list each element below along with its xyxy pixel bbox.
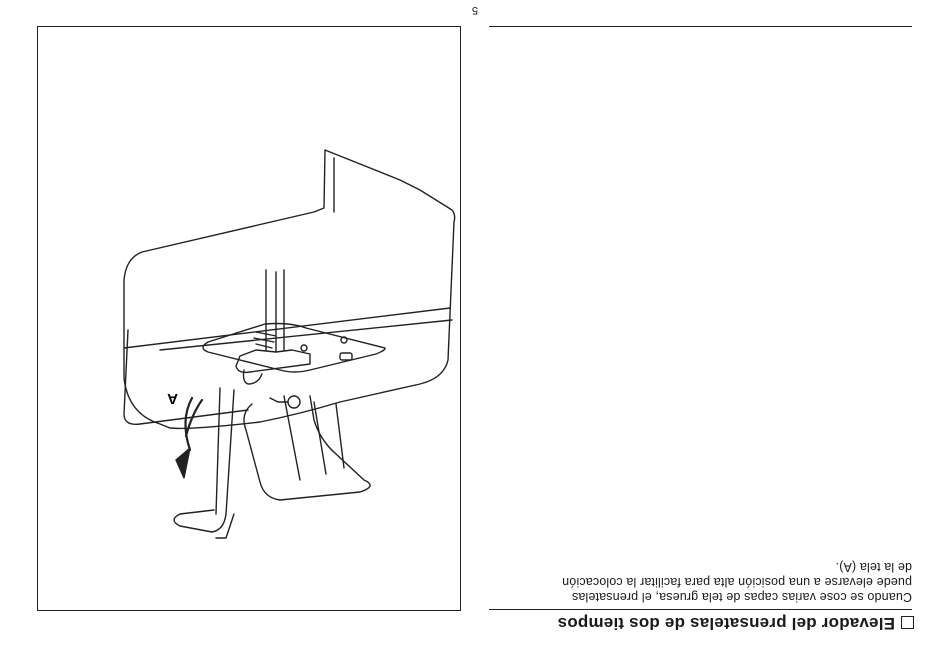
plate-slot-1 [256,344,272,348]
heading-divider [489,609,912,610]
checkbox-icon [901,617,914,630]
plate-feed-window [340,353,352,360]
body-line-1: Cuando se cose varias capas de tela grue… [482,589,912,604]
presser-foot-illustration: A [37,26,460,610]
body-line-3: de la tela (A). [482,559,912,574]
plate-screw-1 [301,345,307,351]
clamp-screw [288,396,300,408]
figure-label-a: A [167,390,178,407]
figure-frame: A [37,26,461,611]
housing-seam-2 [314,402,326,474]
top-divider [489,26,912,27]
arm-bottom-edge [124,308,450,348]
lifter-lever-bar [216,388,234,514]
machine-arm-outline [124,150,455,428]
lifter-lever-body [124,330,248,424]
lifter-lever-handle [174,510,226,532]
section-title: Elevador del prensatelas de dos tiempos [557,613,895,633]
housing-seam-3 [284,396,300,480]
page-number: 5 [472,4,478,16]
body-line-2: puede elevarse a una posición alta para … [482,574,912,589]
section-heading: Elevador del prensatelas de dos tiempos [474,613,914,633]
needle-plate [203,324,385,373]
section-body: Cuando se cose varias capas de tela grue… [482,559,912,604]
arrow-head [176,448,190,478]
